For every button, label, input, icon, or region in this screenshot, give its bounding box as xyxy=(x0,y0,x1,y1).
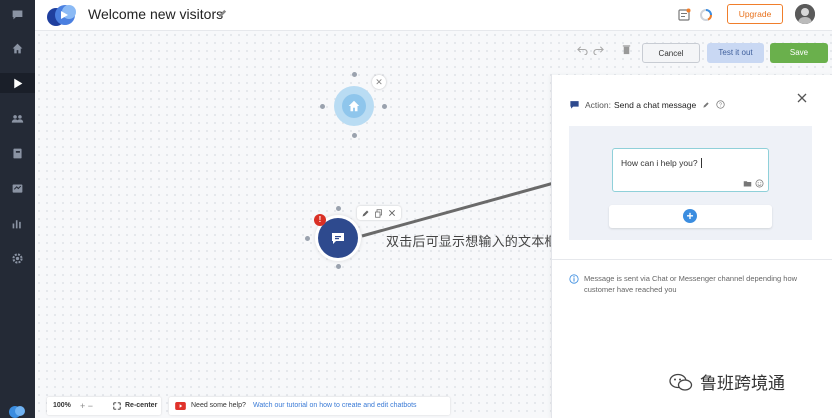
action-panel: Action: Send a chat message ? How can i … xyxy=(551,75,832,418)
send-message-node[interactable] xyxy=(318,218,358,258)
sidebar-item-analytics[interactable] xyxy=(0,213,35,233)
test-it-out-button[interactable]: Test it out xyxy=(707,43,764,63)
sidebar-item-chat[interactable] xyxy=(0,4,35,24)
sidebar-item-settings[interactable] xyxy=(0,248,35,268)
close-icon[interactable] xyxy=(796,92,808,104)
gear-icon xyxy=(12,252,23,264)
home-icon xyxy=(12,43,23,53)
message-tools xyxy=(743,179,764,188)
pencil-icon[interactable] xyxy=(361,208,371,218)
zoom-level: 100% xyxy=(53,402,71,409)
help-icon[interactable]: ? xyxy=(716,100,725,109)
play-icon xyxy=(14,78,23,88)
recenter-icon[interactable] xyxy=(113,402,121,410)
annotation-text: 双击后可显示想输入的文本框 xyxy=(386,235,558,250)
trigger-node-inner xyxy=(342,94,366,118)
help-question: Need some help? xyxy=(191,402,246,409)
connector-dot[interactable] xyxy=(352,72,357,77)
sidebar-item-inbox[interactable] xyxy=(0,178,35,198)
top-bar: Welcome new visitors Upgrade xyxy=(35,0,832,31)
folder-icon[interactable] xyxy=(743,179,752,188)
close-icon[interactable]: ✕ xyxy=(372,75,386,89)
chat-message-icon xyxy=(332,233,344,244)
panel-header: Action: Send a chat message ? xyxy=(569,99,725,110)
action-prefix: Action: xyxy=(585,99,611,110)
zoom-bar: 100% + − Re-center xyxy=(47,397,161,415)
connector-dot[interactable] xyxy=(305,236,310,241)
sidebar xyxy=(0,0,35,418)
action-name: Send a chat message xyxy=(614,99,697,110)
youtube-icon xyxy=(175,402,186,410)
trash-icon[interactable] xyxy=(621,44,632,55)
copy-icon[interactable] xyxy=(374,208,384,218)
upgrade-button[interactable]: Upgrade xyxy=(727,4,783,24)
connector-dot[interactable] xyxy=(336,206,341,211)
close-icon[interactable] xyxy=(387,208,397,218)
inbox-icon xyxy=(12,183,23,193)
connector-dot[interactable] xyxy=(320,104,325,109)
connector-dot[interactable] xyxy=(336,264,341,269)
wechat-icon xyxy=(669,373,693,391)
message-text: How can i help you? xyxy=(621,158,702,168)
notebook-icon[interactable] xyxy=(677,8,691,22)
sidebar-item-users[interactable] xyxy=(0,108,35,128)
watermark: 鲁班跨境通 xyxy=(668,369,785,394)
avatar[interactable] xyxy=(795,4,815,24)
analytics-icon xyxy=(12,219,21,228)
pencil-icon[interactable] xyxy=(702,101,710,109)
tutorial-link[interactable]: Watch our tutorial on how to create and … xyxy=(253,402,417,409)
sidebar-item-home[interactable] xyxy=(0,38,35,58)
message-input[interactable]: How can i help you? xyxy=(612,148,769,192)
pencil-icon[interactable] xyxy=(217,8,228,19)
connector-dot[interactable] xyxy=(382,104,387,109)
error-badge: ! xyxy=(314,214,326,226)
node-toolbar xyxy=(357,206,401,220)
add-message-button[interactable]: + xyxy=(683,209,697,223)
cancel-button[interactable]: Cancel xyxy=(642,43,700,63)
brand-logo-icon xyxy=(9,406,25,418)
sidebar-item-automation[interactable] xyxy=(0,73,35,93)
redo-icon[interactable] xyxy=(593,44,604,55)
sidebar-item-contacts[interactable] xyxy=(0,143,35,163)
loading-ring-icon xyxy=(700,9,713,21)
users-icon xyxy=(11,114,24,123)
emoji-icon[interactable] xyxy=(755,179,764,188)
trigger-node[interactable] xyxy=(334,86,374,126)
undo-icon[interactable] xyxy=(577,44,588,55)
save-button[interactable]: Save xyxy=(770,43,828,63)
divider xyxy=(552,259,832,260)
svg-text:?: ? xyxy=(719,102,722,108)
zoom-controls[interactable]: + − xyxy=(80,401,94,411)
watermark-text: 鲁班跨境通 xyxy=(700,374,785,394)
contacts-book-icon xyxy=(13,148,22,158)
chat-bubble-icon xyxy=(12,9,23,19)
app-logo-icon xyxy=(47,5,76,26)
connector-dot[interactable] xyxy=(352,133,357,138)
info-icon xyxy=(569,274,579,284)
chat-message-icon xyxy=(570,101,579,109)
user-avatar-icon xyxy=(795,4,815,24)
help-bar: Need some help? Watch our tutorial on ho… xyxy=(169,397,450,415)
add-message-row: + xyxy=(609,205,772,228)
recenter-button[interactable]: Re-center xyxy=(125,402,158,409)
page-title: Welcome new visitors xyxy=(88,6,224,22)
home-icon xyxy=(348,100,360,112)
message-preview: How can i help you? + xyxy=(569,126,812,240)
info-text: Message is sent via Chat or Messenger ch… xyxy=(584,274,798,294)
